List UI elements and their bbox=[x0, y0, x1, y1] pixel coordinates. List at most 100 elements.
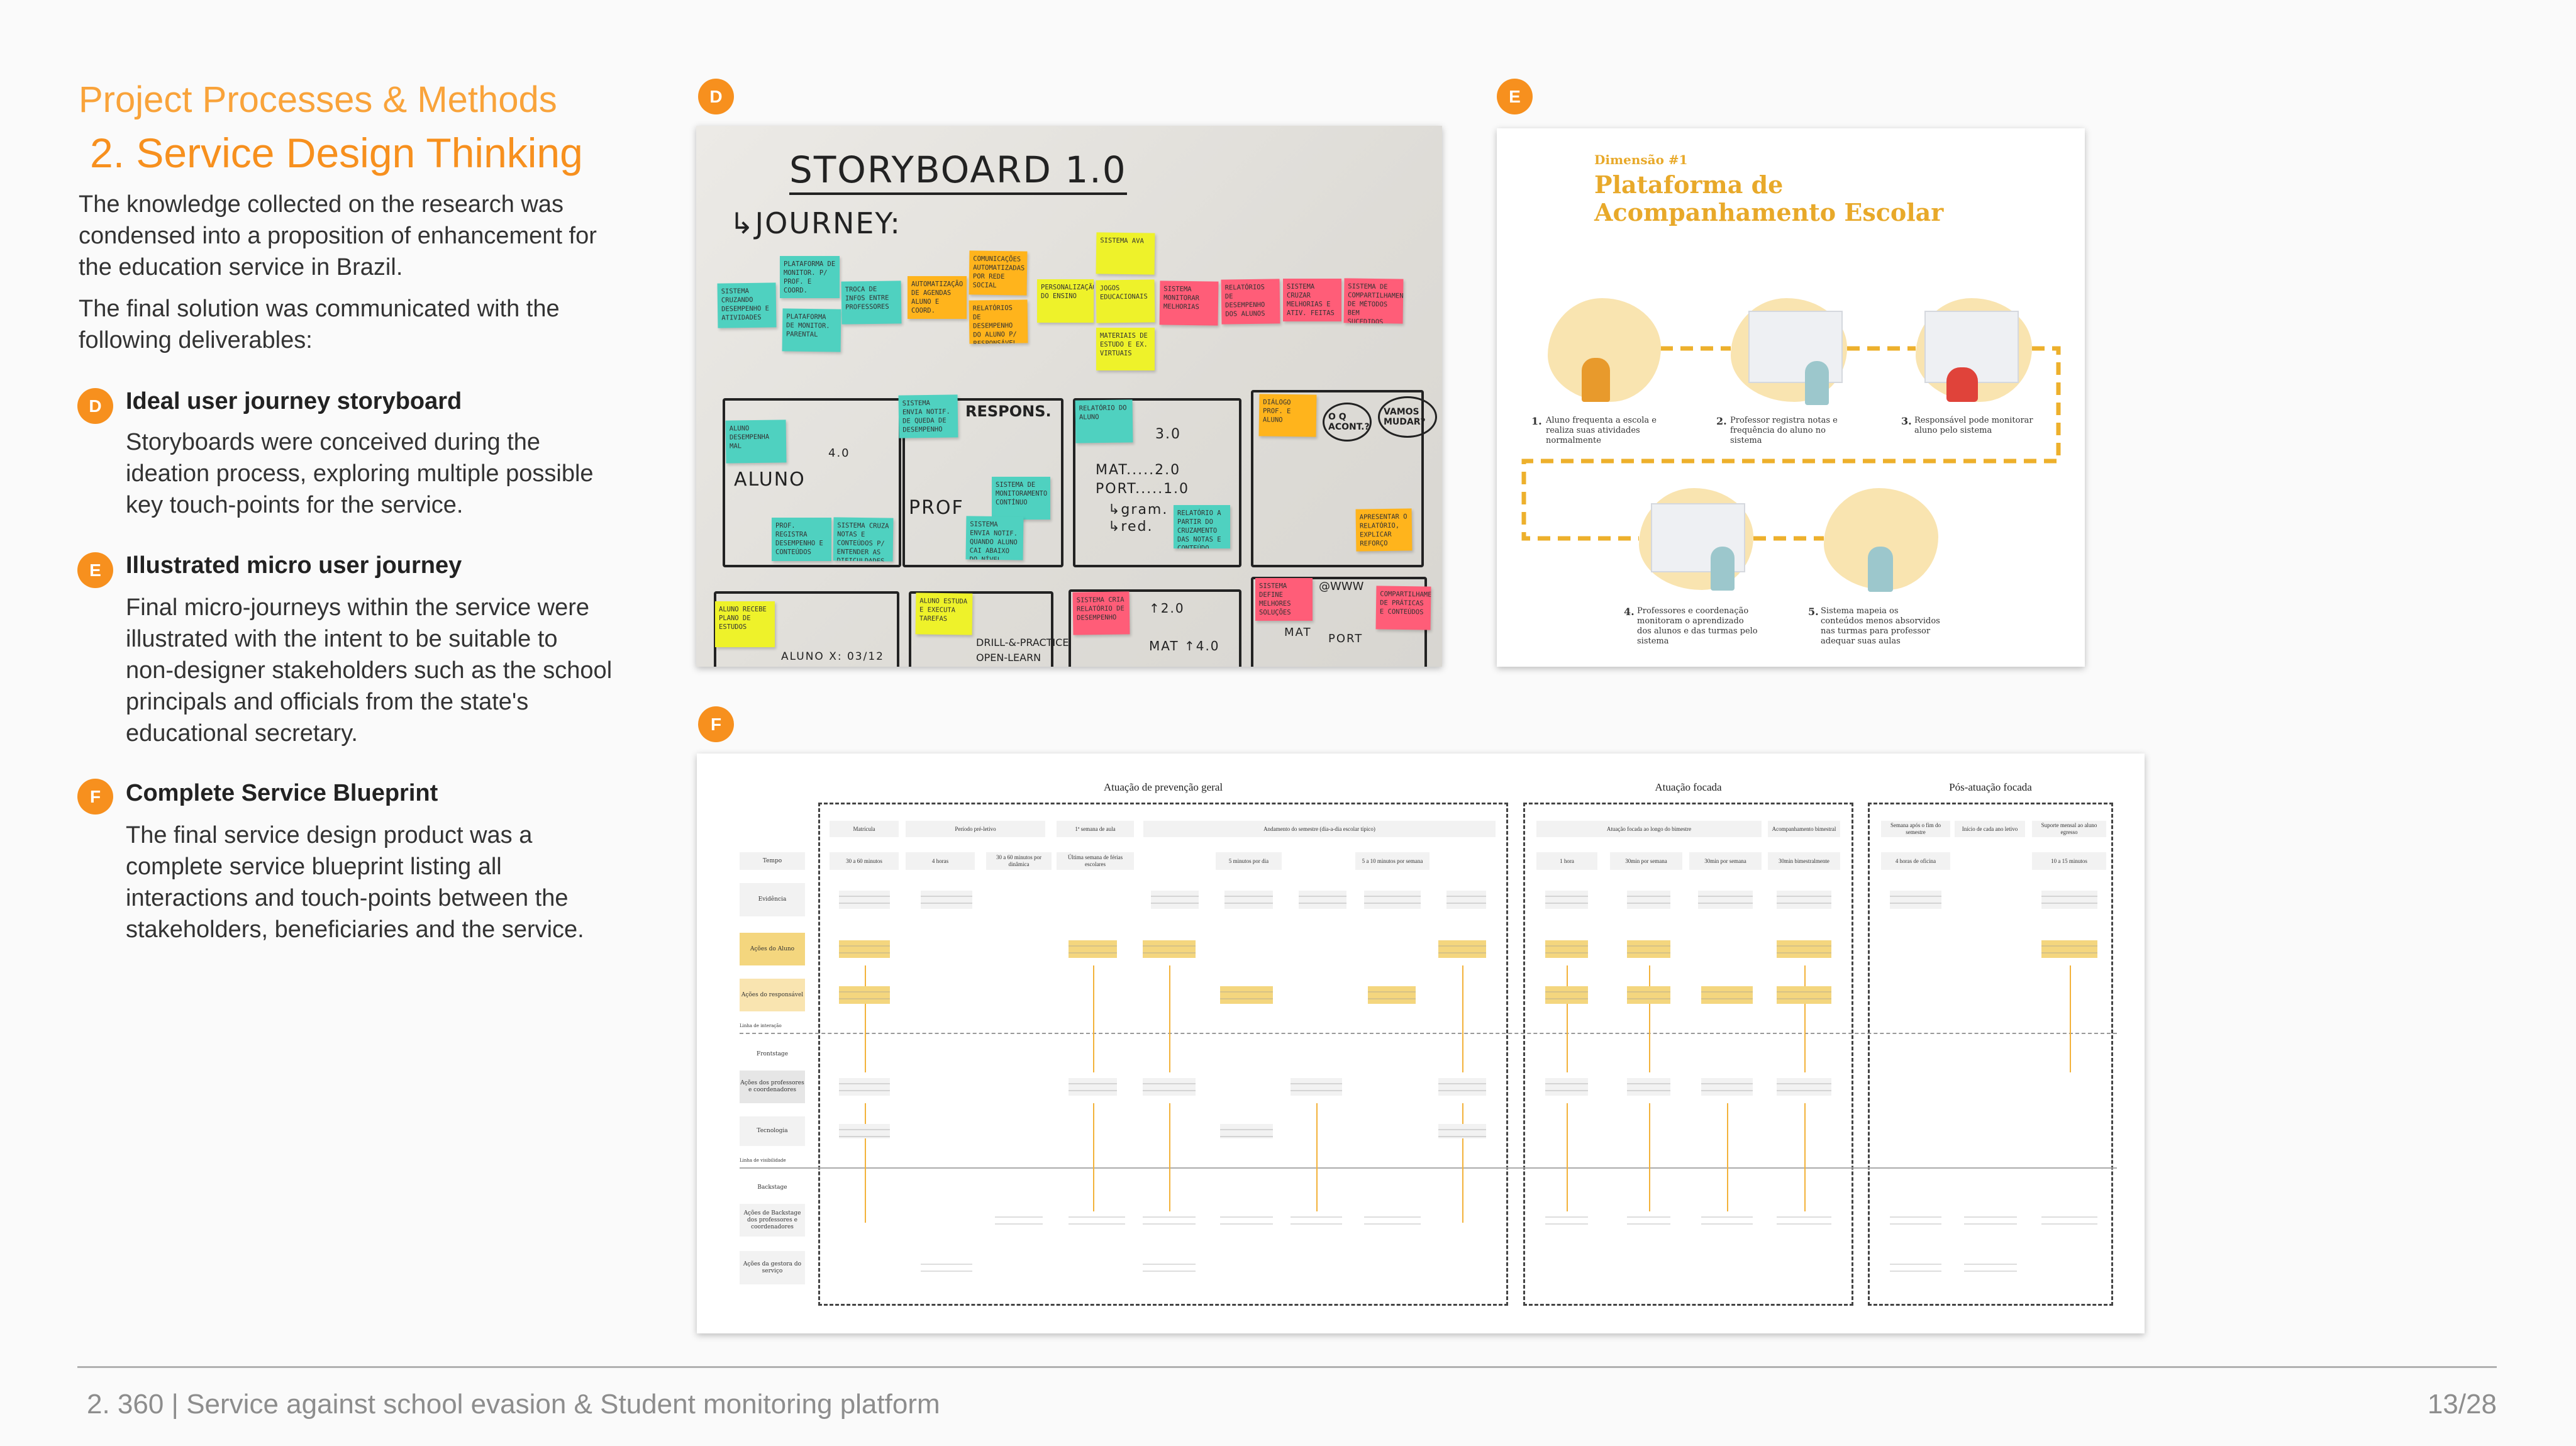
section-header: Atuação de prevenção geral bbox=[1103, 781, 1223, 793]
sticky-note: Sistema de compartilhamento de métodos b… bbox=[1343, 278, 1404, 324]
sticky-note: Sistema cria relatório de desempenho bbox=[1072, 591, 1130, 635]
time-cell: 10 a 15 minutos bbox=[2032, 852, 2106, 870]
blueprint-step-card bbox=[1134, 933, 1204, 965]
blueprint-step-card bbox=[1060, 1071, 1126, 1103]
blueprint-step-card bbox=[1290, 883, 1355, 916]
sketch-text: ↑2.0 bbox=[1149, 601, 1185, 616]
blueprint-step-card bbox=[1618, 883, 1679, 916]
time-cell: 30 a 60 minutos por dinâmica bbox=[986, 852, 1052, 870]
time-cell: 1 hora bbox=[1536, 852, 1597, 870]
step-caption: Professores e coordenação monitoram o ap… bbox=[1637, 606, 1758, 646]
blueprint-step-card bbox=[1430, 1116, 1495, 1146]
blueprint-step-card bbox=[1216, 883, 1282, 916]
sketch-text: ↳gram. bbox=[1108, 502, 1169, 518]
blueprint-step-card bbox=[2033, 1204, 2106, 1237]
step-caption: Professor registra notas e frequência do… bbox=[1730, 416, 1838, 445]
blueprint-step-card bbox=[1211, 1204, 1282, 1237]
speech-bubble: VAMOS MUDAR? bbox=[1378, 396, 1437, 438]
blueprint-step-card bbox=[1060, 1204, 1134, 1237]
sticky-note: Materiais de estudo e ex. virtuais bbox=[1096, 328, 1155, 370]
blueprint-step-card bbox=[1536, 933, 1597, 965]
badge-f-image: F bbox=[698, 706, 734, 742]
blueprint-step-card bbox=[1134, 1071, 1204, 1103]
section-box bbox=[1523, 803, 1853, 1306]
blueprint-step-card bbox=[1134, 1251, 1204, 1284]
phase-cell: Andamento do semestre (dia-a-dia escolar… bbox=[1143, 821, 1496, 837]
sketch-text: MAT bbox=[1284, 626, 1312, 639]
sticky-note: Apresentar o relatório, explicar reforço bbox=[1355, 508, 1413, 552]
footer-divider bbox=[77, 1366, 2497, 1368]
deliverable-title-e: Illustrated micro user journey bbox=[126, 552, 462, 579]
connector-line bbox=[1567, 1103, 1568, 1223]
blueprint-step-card bbox=[1692, 1071, 1762, 1103]
sketch-text: PORT.....1.0 bbox=[1096, 481, 1190, 497]
connector-line bbox=[1316, 1103, 1318, 1223]
connector-line bbox=[865, 965, 866, 1072]
deliverable-text-d: Storyboards were conceived during the id… bbox=[126, 429, 594, 518]
step-caption: Responsável pode monitorar aluno pelo si… bbox=[1914, 416, 2033, 435]
sticky-note: Compartilhamento de práticas e conteúdos bbox=[1375, 586, 1431, 630]
page-number: 13/28 bbox=[2427, 1389, 2497, 1420]
phase-cell: Período pré-letivo bbox=[906, 821, 1045, 837]
blueprint-step-card bbox=[2033, 933, 2106, 965]
blueprint-step-card bbox=[1536, 1204, 1597, 1237]
blueprint-step-card bbox=[1768, 979, 1840, 1011]
connector-line bbox=[1093, 1103, 1094, 1223]
step-caption: Sistema mapeia os conteúdos menos absorv… bbox=[1821, 606, 1940, 646]
time-cell: 30min por semana bbox=[1610, 852, 1682, 870]
sketch-text: PROF bbox=[909, 497, 964, 519]
section-box bbox=[818, 803, 1508, 1306]
connector-line bbox=[1169, 965, 1170, 1072]
sketch-text: ALUNO X: 03/12 bbox=[781, 650, 884, 663]
sticky-note: Aluno desempenha mal bbox=[725, 420, 787, 464]
time-cell: 5 minutos por dia bbox=[1216, 852, 1282, 870]
storyboard-frame bbox=[1073, 398, 1241, 567]
blueprint-step-card bbox=[1768, 883, 1840, 916]
blueprint-step-card bbox=[1060, 933, 1126, 965]
deliverable-text-f: The final service design product was a c… bbox=[126, 822, 584, 943]
row-label-backstage-prof: Ações de Backstage dos professores e coo… bbox=[740, 1204, 805, 1237]
storyboard-frame bbox=[1069, 589, 1241, 667]
sketch-text: @WWW bbox=[1319, 580, 1364, 593]
blueprint-step-card bbox=[830, 933, 899, 965]
footer-title: 2. 360 | Service against school evasion … bbox=[87, 1389, 940, 1420]
teacher-figure-icon bbox=[1711, 547, 1735, 591]
section-heading: Project Processes & Methods bbox=[79, 79, 557, 120]
sticky-note: Plataforma de monitor. parental bbox=[782, 308, 841, 352]
phase-cell: Suporte mensal ao aluno egresso bbox=[2032, 821, 2106, 837]
badge-f: F bbox=[77, 779, 113, 815]
connector-line bbox=[1093, 965, 1094, 1072]
blueprint-step-card bbox=[1618, 979, 1679, 1011]
sticky-note: Comunicações automatizadas por rede soci… bbox=[969, 250, 1028, 296]
intro-paragraph-1: The knowledge collected on the research … bbox=[79, 191, 597, 281]
badge-d: D bbox=[77, 388, 113, 424]
service-blueprint: Atuação de prevenção geral Atuação focad… bbox=[697, 754, 2145, 1333]
sketch-text: RESPONS. bbox=[965, 403, 1052, 420]
label-linha-interacao: Linha de interação bbox=[740, 1023, 782, 1028]
blueprint-step-card bbox=[1881, 1251, 1950, 1284]
journey-dimension: Dimensão #1 bbox=[1594, 152, 1688, 167]
sticky-note: Prof. registra desempenho e conteúdos bbox=[772, 518, 831, 561]
student-figure-icon bbox=[1582, 358, 1610, 402]
sketch-text: MAT ↑4.0 bbox=[1149, 638, 1220, 653]
row-label-evidencia: Evidência bbox=[740, 883, 805, 916]
storyboard-frame bbox=[902, 398, 1063, 567]
sticky-note: Sistema monitorar melhorias bbox=[1159, 281, 1219, 326]
row-label-professores: Ações dos professores e coordenadores bbox=[740, 1071, 805, 1103]
sketch-text: DRILL-&-PRACTICE bbox=[976, 637, 1069, 648]
parent-figure-icon bbox=[1946, 367, 1978, 402]
blueprint-step-card bbox=[830, 883, 899, 916]
step-caption: Aluno frequenta a escola e realiza suas … bbox=[1546, 416, 1657, 445]
blueprint-step-card bbox=[1355, 1204, 1430, 1237]
sticky-note: Jogos educacionais bbox=[1096, 279, 1155, 323]
blueprint-step-card bbox=[1768, 933, 1840, 965]
deliverable-title-d: Ideal user journey storyboard bbox=[126, 388, 462, 414]
row-label-gestora: Ações da gestora do serviço bbox=[740, 1251, 805, 1284]
section-box bbox=[1868, 803, 2113, 1306]
sticky-note: Diálogo prof. e aluno bbox=[1258, 394, 1317, 437]
micro-journey-illustration: Dimensão #1 Plataforma de Acompanhamento… bbox=[1497, 128, 2085, 667]
teacher-figure-icon bbox=[1868, 547, 1893, 592]
blueprint-step-card bbox=[912, 1251, 981, 1284]
blueprint-step-card bbox=[1692, 979, 1762, 1011]
step-number: 4. bbox=[1624, 606, 1635, 618]
